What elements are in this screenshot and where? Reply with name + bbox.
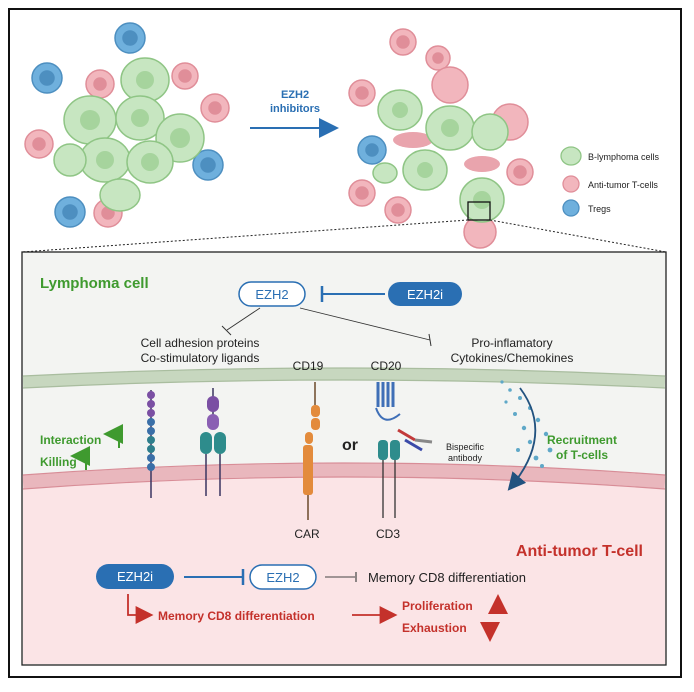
legend-swatch-t-cells — [562, 175, 580, 193]
cd19-car-complex — [303, 382, 320, 520]
memory-promoted-label: Memory CD8 differentiation — [158, 609, 315, 623]
killing-label: Killing — [40, 455, 77, 469]
ezh2-label: EZH2 — [255, 287, 288, 302]
cd19-label: CD19 — [293, 359, 324, 373]
graphical-abstract: EZH2 inhibitors — [21, 22, 667, 666]
legend-swatch-b-lymphoma — [560, 146, 582, 166]
cd3-label: CD3 — [376, 527, 400, 541]
adhesion-molecule — [147, 390, 155, 498]
recruitment-line2: of T-cells — [556, 448, 608, 462]
memory-inhibited-label: Memory CD8 differentiation — [368, 570, 526, 585]
arrow-label-line1: EZH2 — [281, 89, 309, 101]
recruitment-arrow — [507, 387, 537, 491]
cytokines-line1: Pro-inflamatory — [471, 336, 552, 350]
zoom-box — [467, 201, 491, 221]
recruitment-line1: Recruitment — [547, 433, 617, 447]
legend-swatch-tregs — [562, 199, 580, 217]
figure-frame: EZH2 inhibitors — [8, 8, 682, 678]
costimulatory-ligand — [200, 388, 226, 496]
ezh2-box — [238, 281, 306, 307]
tcell-title: Anti-tumor T-cell — [516, 543, 643, 560]
adhesion-line1: Cell adhesion proteins — [141, 336, 260, 350]
bispecific-line1: Bispecific — [446, 442, 485, 452]
arrow-label-line2: inhibitors — [270, 103, 320, 115]
legend-label-b-lymphoma: B-lymphoma cells — [588, 152, 660, 162]
or-label: or — [342, 437, 358, 454]
ezh2i-label: EZH2i — [407, 287, 443, 302]
ezh2-box-bottom — [249, 564, 317, 590]
tumor-cluster-before — [24, 22, 230, 228]
inset-panel — [21, 251, 667, 666]
cd20-label: CD20 — [371, 359, 402, 373]
ezh2-bottom-label: EZH2 — [266, 570, 299, 585]
ezh2i-box-bottom — [96, 564, 174, 589]
exhaustion-label: Exhaustion — [402, 621, 467, 635]
proliferation-label: Proliferation — [402, 599, 473, 613]
ezh2i-bottom-label: EZH2i — [117, 569, 153, 584]
chemokine-particles — [500, 380, 553, 468]
interaction-label: Interaction — [40, 433, 101, 447]
lymphoma-cell-title: Lymphoma cell — [40, 275, 149, 292]
ezh2i-box — [388, 282, 462, 306]
legend-label-tregs: Tregs — [588, 204, 611, 214]
legend-label-t-cells: Anti-tumor T-cells — [588, 180, 658, 190]
cytokines-line2: Cytokines/Chemokines — [451, 351, 574, 365]
cd20-cd3-complex — [375, 382, 433, 518]
car-label: CAR — [294, 527, 320, 541]
tumor-cluster-after — [348, 28, 534, 249]
adhesion-line2: Co-stimulatory ligands — [141, 351, 260, 365]
ezh2-inhibitors-arrow: EZH2 inhibitors — [250, 89, 339, 138]
bispecific-line2: antibody — [448, 453, 483, 463]
legend: B-lymphoma cells Anti-tumor T-cells Treg… — [560, 146, 660, 217]
